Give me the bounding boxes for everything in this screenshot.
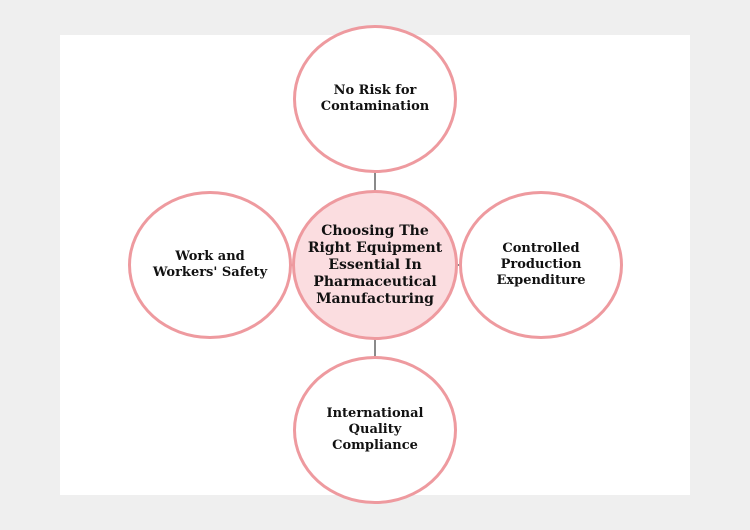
- node-bottom: International Quality Compliance: [293, 356, 457, 504]
- node-top: No Risk for Contamination: [293, 25, 457, 173]
- connector-bottom: [374, 338, 376, 358]
- node-center-label: Choosing The Right Equipment Essential I…: [307, 222, 443, 307]
- node-right-label: Controlled Production Expenditure: [496, 241, 586, 288]
- connector-top: [374, 172, 376, 192]
- node-top-label: No Risk for Contamination: [320, 83, 430, 114]
- connector-right: [455, 264, 461, 266]
- node-right: Controlled Production Expenditure: [459, 191, 623, 339]
- node-center: Choosing The Right Equipment Essential I…: [292, 190, 458, 340]
- node-left: Work and Workers' Safety: [128, 191, 292, 339]
- node-left-label: Work and Workers' Safety: [152, 249, 268, 280]
- node-bottom-label: International Quality Compliance: [326, 406, 424, 453]
